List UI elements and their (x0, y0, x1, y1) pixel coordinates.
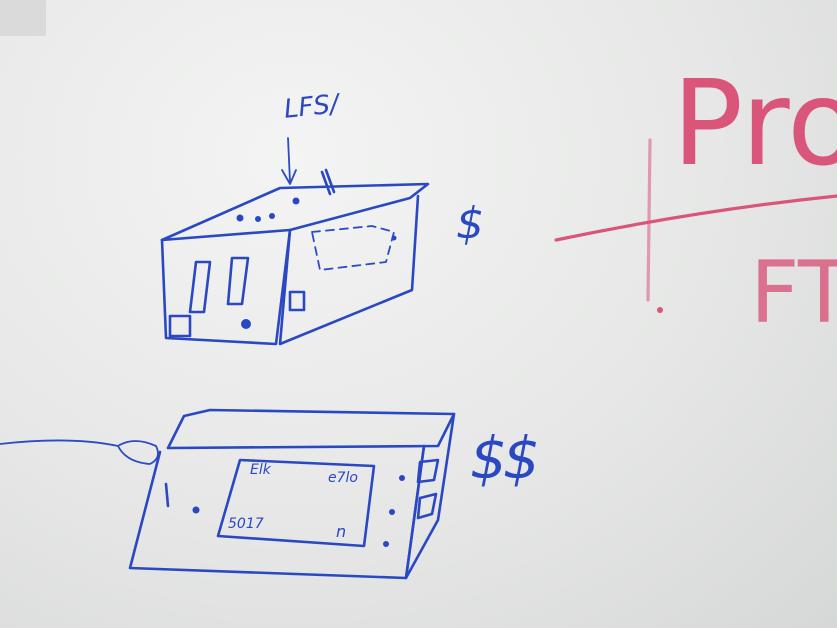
top-device-knob (255, 216, 261, 222)
bottom-device-knob (389, 509, 395, 515)
display-text-top-right: e7lo (328, 470, 358, 486)
red-heading-lines (554, 138, 837, 313)
top-device-label: LFS/ (282, 89, 341, 125)
bottom-device-side-button (416, 458, 440, 484)
bottom-device-knob (192, 506, 200, 514)
top-device-slot (188, 260, 212, 314)
bottom-device-switch (164, 482, 170, 508)
top-device-switch (288, 290, 306, 312)
top-device-price: $ (456, 198, 484, 249)
top-device-front-face (160, 228, 292, 346)
display-text-bottom-right: n (336, 522, 347, 541)
display-text-top-left: Elk (250, 462, 271, 478)
bottom-device-front-face (128, 444, 426, 580)
top-device-knob (269, 213, 275, 219)
top-device-knob (391, 235, 397, 241)
arrow-down-icon (281, 137, 297, 185)
top-device-port (168, 314, 192, 338)
top-device-dashed-panel (311, 225, 395, 271)
top-device-slot (226, 256, 250, 306)
bottom-device-sketch (0, 408, 456, 580)
top-device-handle (320, 168, 336, 196)
red-faint-line (646, 138, 652, 302)
display-text-bottom-left: 5017 (228, 516, 264, 532)
top-device-side-face (278, 194, 420, 346)
top-device-knob (236, 214, 244, 222)
bottom-device-knob (399, 475, 405, 481)
bottom-device-knob (383, 541, 389, 547)
bottom-device-top-face (166, 408, 456, 450)
board-frame-corner (0, 0, 46, 36)
bottom-device-price: $$ (470, 424, 540, 492)
red-bullet (657, 307, 663, 313)
red-heading-word: Pro (672, 54, 837, 192)
top-device-sketch (160, 137, 430, 346)
top-device-knob (292, 197, 300, 205)
bottom-device-cable (0, 439, 159, 465)
top-device-top-face (160, 182, 430, 242)
bottom-device-display (216, 458, 376, 548)
red-heading-subword: FT (750, 243, 837, 343)
top-device-knob (241, 319, 251, 329)
bottom-device-side-button (416, 492, 438, 520)
red-underline (554, 194, 837, 242)
bottom-device-side-face (404, 412, 456, 580)
